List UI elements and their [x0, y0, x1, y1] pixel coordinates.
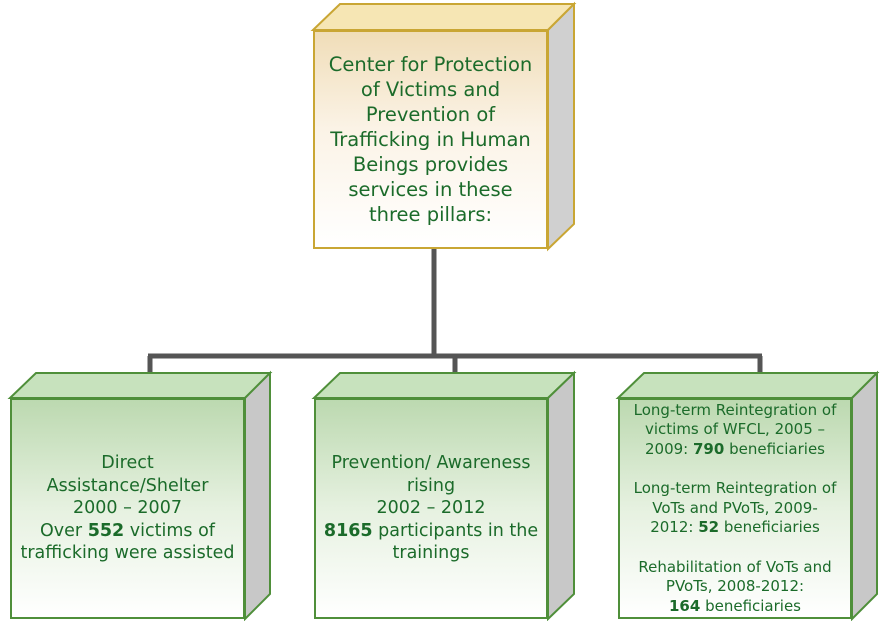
- pillar1-text: Over: [40, 520, 88, 541]
- top-box-line: Prevention of: [365, 103, 496, 126]
- pillar1-line: Assistance/Shelter: [46, 475, 209, 496]
- pillar3-line: Rehabilitation of VoTs and: [638, 557, 832, 576]
- pillar1-line: trafficking were assisted: [20, 543, 235, 564]
- pillar3-line: 2012: 52 beneficiaries: [650, 518, 820, 538]
- pillar3-count-vots: 52: [698, 518, 720, 537]
- pillar3-line: VoTs and PVoTs, 2009-: [652, 498, 818, 517]
- pillar1-line: Direct: [101, 453, 154, 474]
- pillar1-line: Over 552 victims of: [40, 520, 215, 543]
- pillar1-count: 552: [87, 520, 125, 541]
- connector-lines: [147, 249, 763, 374]
- pillar3-line: Long-term Reintegration of: [633, 479, 837, 498]
- top-box-side-face: [547, 1, 575, 252]
- top-box-line: three pillars:: [368, 203, 493, 226]
- pillar2-count: 8165: [323, 520, 373, 541]
- top-box: Center for Protection of Victims and Pre…: [313, 30, 548, 249]
- pillar3-line: 2009: 790 beneficiaries: [645, 440, 825, 460]
- pillar2-side-face: [547, 370, 575, 621]
- pillar3-text: beneficiaries: [700, 596, 801, 615]
- pillar3-side-face: [851, 370, 878, 621]
- pillar3-line: Long-term Reintegration of: [633, 400, 837, 419]
- pillar3-line: 164 beneficiaries: [669, 597, 801, 617]
- top-box-depth: [310, 1, 577, 252]
- pillar1-text: victims of: [124, 520, 215, 541]
- pillar3-top-face: [615, 372, 880, 399]
- top-box-top-face: [310, 3, 577, 31]
- pillar2-line: Prevention/ Awareness: [331, 453, 531, 474]
- pillar3-text: beneficiaries: [724, 439, 825, 458]
- top-box-line: Trafficking in Human: [330, 128, 531, 151]
- pillar1-top-face: [7, 372, 273, 399]
- pillar3-count-wfcl: 790: [693, 439, 725, 458]
- pillar2-line: rising: [406, 475, 456, 496]
- pillar1-line: 2000 – 2007: [73, 498, 182, 519]
- pillar3-count-rehab: 164: [669, 596, 701, 615]
- pillar3-text: beneficiaries: [719, 518, 820, 537]
- pillar-prevention-awareness: Prevention/ Awareness rising 2002 – 2012…: [314, 398, 548, 619]
- pillar-direct-assistance: Direct Assistance/Shelter 2000 – 2007 Ov…: [10, 398, 245, 619]
- top-box-line: Center for Protection: [328, 53, 533, 76]
- top-box-line: services in these: [348, 178, 513, 201]
- pillar1-side-face: [244, 370, 271, 621]
- pillar3-depth: [615, 370, 880, 621]
- pillar3-line: PVoTs, 2008-2012:: [665, 577, 805, 596]
- top-box-line: Beings provides: [352, 153, 509, 176]
- pillar2-top-face: [311, 372, 577, 399]
- top-box-line: of Victims and: [360, 78, 501, 101]
- pillar3-text: 2012:: [650, 518, 699, 537]
- pillar3-line: victims of WFCL, 2005 –: [644, 420, 826, 439]
- pillar3-text: 2009:: [645, 439, 693, 458]
- pillar2-line: 8165 participants in the: [324, 520, 538, 543]
- pillar2-text: participants in the: [372, 520, 539, 541]
- pillar-reintegration: Long-term Reintegration of victims of WF…: [618, 398, 852, 619]
- pillar2-line: trainings: [392, 543, 470, 564]
- pillar2-line: 2002 – 2012: [376, 498, 486, 519]
